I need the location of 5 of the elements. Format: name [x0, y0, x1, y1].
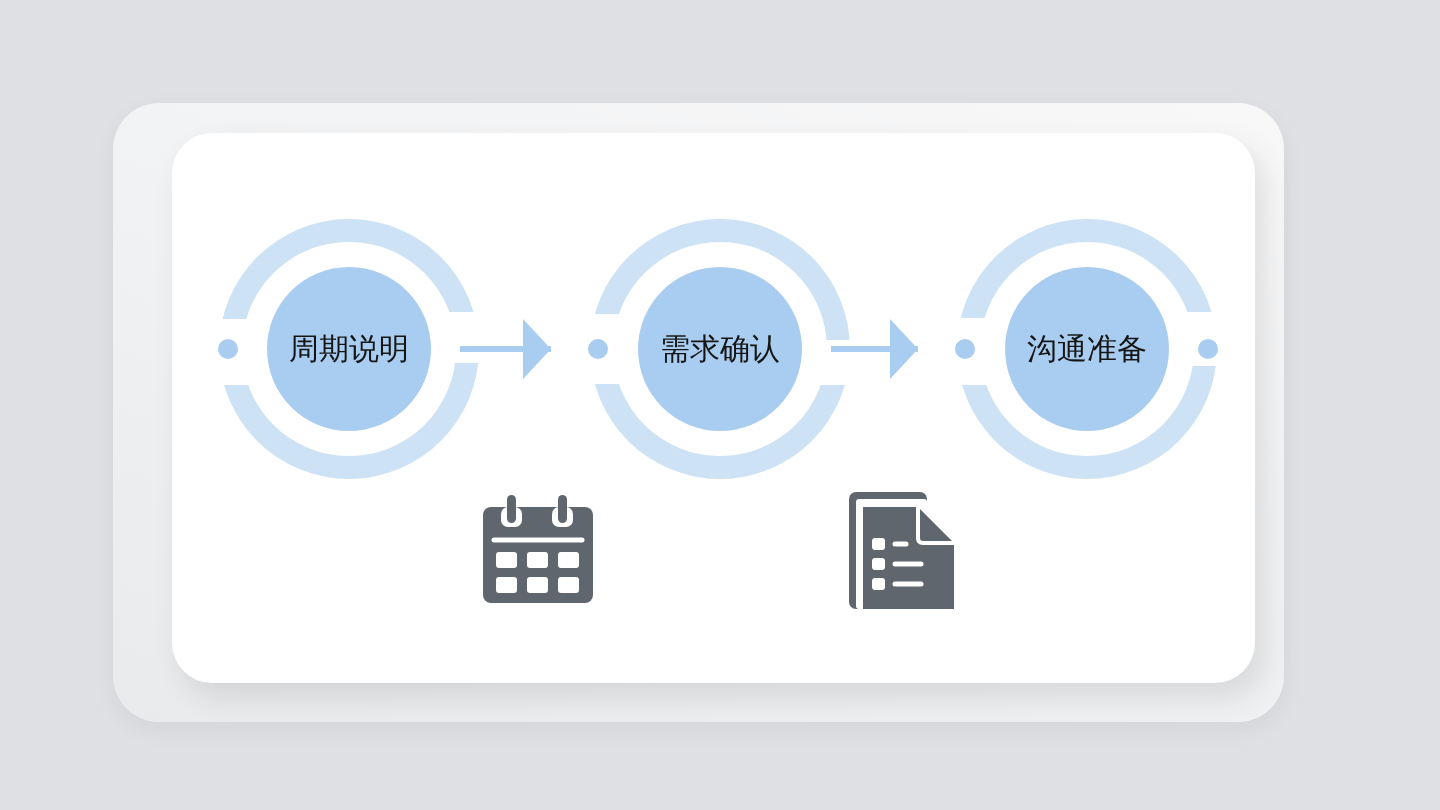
step-label: 周期说明	[289, 331, 409, 367]
step-label: 沟通准备	[1027, 331, 1147, 367]
step-label: 需求确认	[660, 331, 780, 367]
arrow	[460, 319, 551, 379]
arrow	[831, 319, 918, 379]
